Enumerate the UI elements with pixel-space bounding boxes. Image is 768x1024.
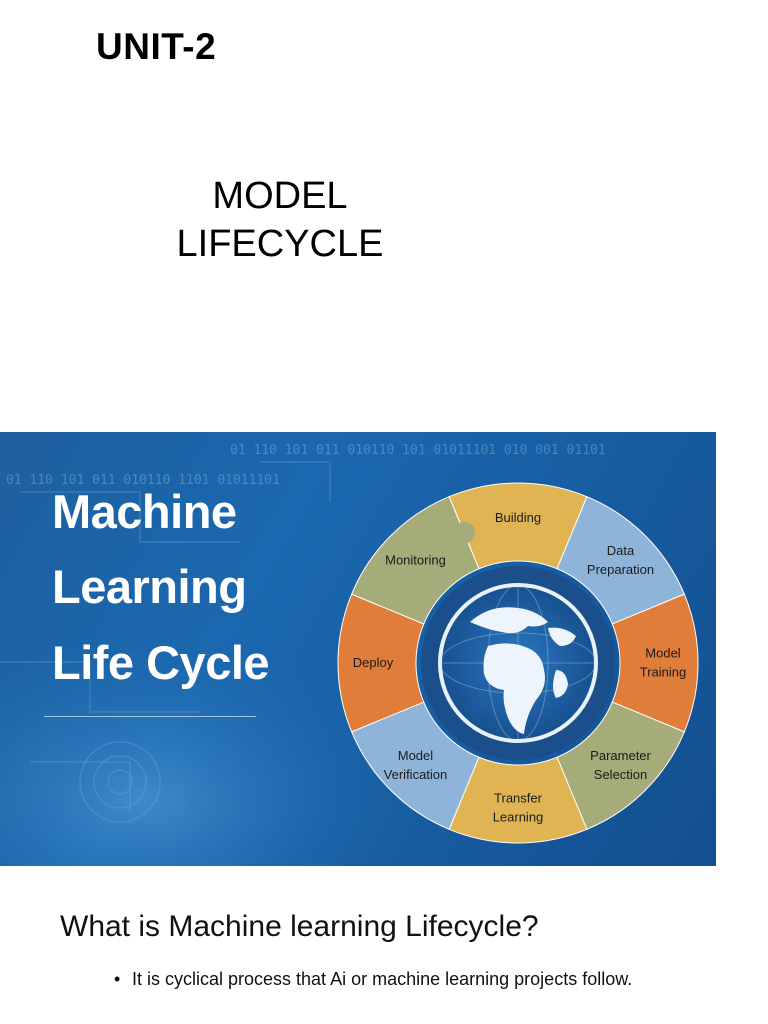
- bullet-item: • It is cyclical process that Ai or mach…: [114, 968, 676, 990]
- puzzle-knob: [453, 521, 476, 544]
- lifecycle-segment: [351, 496, 480, 625]
- ml-lifecycle-banner: 01 110 101 011 010110 101 01011101 010 0…: [0, 432, 716, 866]
- lifecycle-segment-label: Deploy: [353, 655, 394, 670]
- model-lifecycle-title: MODEL LIFECYCLE: [150, 172, 410, 268]
- bullet-marker: •: [114, 969, 121, 989]
- banner-title-line-1: Machine: [52, 485, 237, 538]
- binary-rows: 01 110 101 011 010110 101 01011101 010 0…: [6, 443, 606, 488]
- lifecycle-segment-label: Monitoring: [385, 552, 446, 567]
- model-title-line-1: MODEL: [212, 175, 348, 217]
- circuit-lines: [0, 461, 331, 823]
- banner-title-line-2: Learning: [52, 560, 247, 613]
- banner-graphic: 01 110 101 011 010110 101 01011101 010 0…: [0, 432, 716, 866]
- bullet-text: It is cyclical process that Ai or machin…: [132, 969, 633, 989]
- lifecycle-segment-label: Building: [495, 510, 541, 525]
- section-question-heading: What is Machine learning Lifecycle?: [60, 910, 539, 943]
- globe-icon: [421, 566, 615, 760]
- binary-row: 01 110 101 011 010110 1101 01011101: [6, 473, 280, 488]
- model-title-line-2: LIFECYCLE: [176, 223, 384, 265]
- unit-title: UNIT-2: [96, 26, 217, 67]
- banner-title-line-3: Life Cycle: [52, 636, 270, 689]
- binary-row: 01 110 101 011 010110 101 01011101 010 0…: [230, 443, 606, 458]
- banner-underline: [44, 716, 256, 717]
